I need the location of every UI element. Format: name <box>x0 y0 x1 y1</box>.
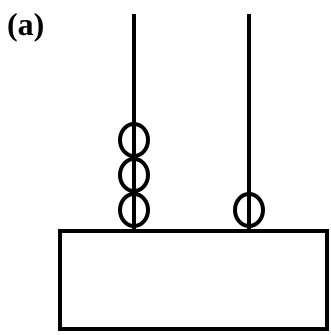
bead <box>118 192 150 228</box>
right-rod-beads <box>233 192 265 228</box>
abacus-base <box>58 229 329 331</box>
left-rod-beads <box>118 122 150 228</box>
bead <box>233 192 265 228</box>
panel-label: (a) <box>7 6 45 42</box>
bead <box>118 157 150 193</box>
bead <box>118 122 150 158</box>
